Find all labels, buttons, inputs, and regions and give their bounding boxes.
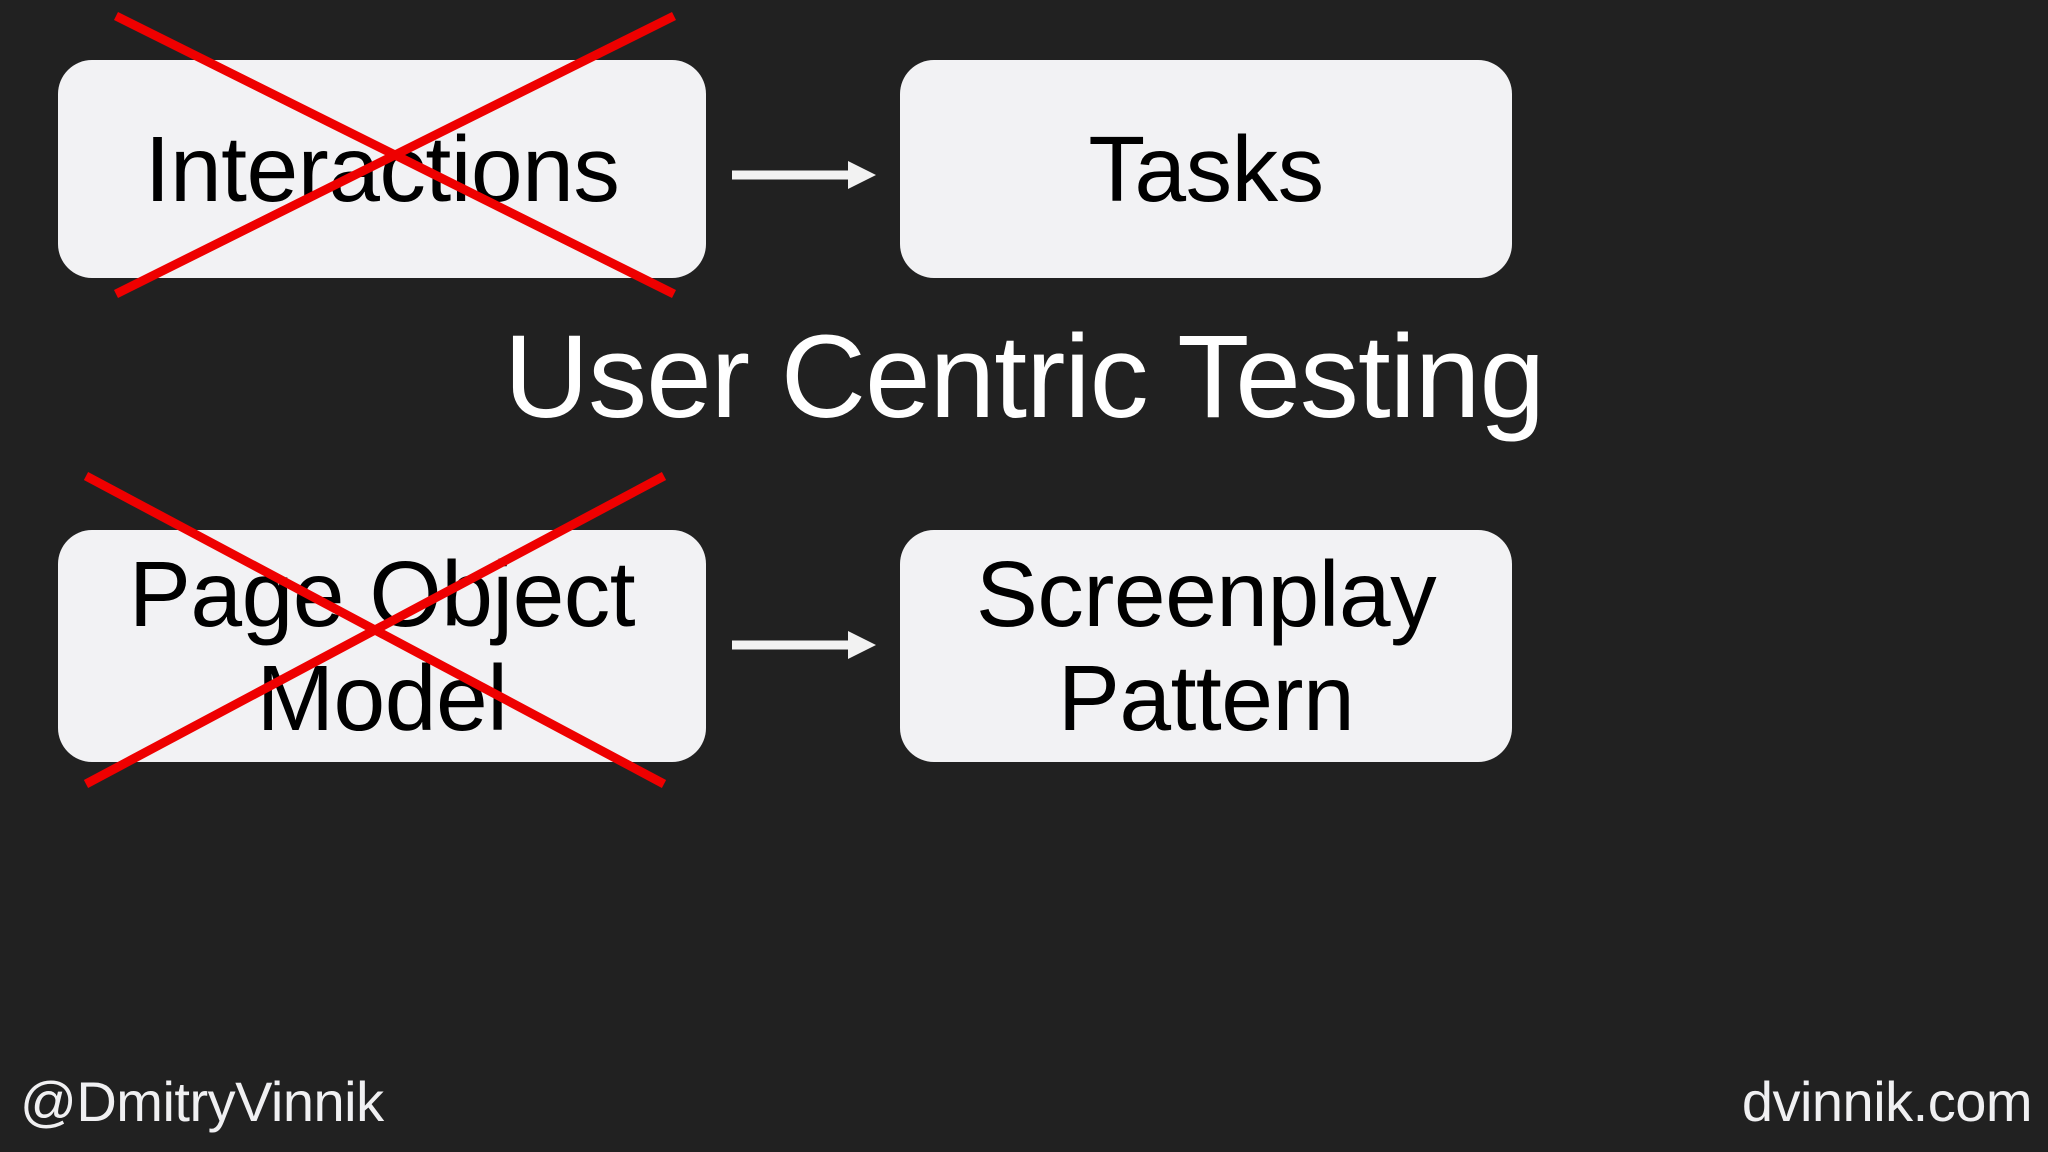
card-page-object-model-label: Page Object Model [128,541,636,750]
card-screenplay-pattern: Screenplay Pattern [900,530,1512,762]
card-tasks-label: Tasks [1088,116,1324,221]
right-arrow-icon [732,161,876,189]
card-interactions-label: Interactions [144,116,620,221]
footer-website: dvinnik.com [1741,1070,2033,1133]
card-tasks: Tasks [900,60,1512,278]
card-interactions: Interactions [58,60,706,278]
footer-social-handle: @DmitryVinnik [20,1070,384,1133]
card-page-object-model: Page Object Model [58,530,706,762]
right-arrow-icon [732,631,876,659]
card-screenplay-pattern-label: Screenplay Pattern [975,541,1437,750]
page-title: User Centric Testing [503,311,1545,443]
